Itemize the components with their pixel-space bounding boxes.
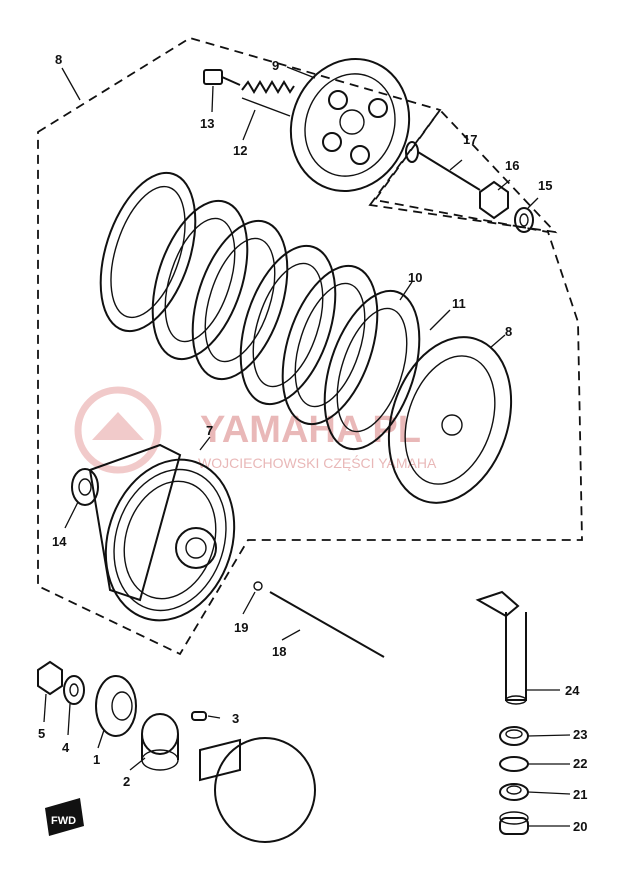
label-2: 2 bbox=[123, 774, 130, 789]
part-labels: 8 9 13 12 17 16 15 10 11 8 7 14 19 18 24… bbox=[38, 52, 587, 834]
label-19: 19 bbox=[234, 620, 248, 635]
collar-2 bbox=[141, 713, 179, 771]
push-lever-shaft bbox=[475, 590, 527, 705]
pressure-plate-group-boundary bbox=[368, 108, 558, 234]
label-15: 15 bbox=[538, 178, 552, 193]
label-24: 24 bbox=[565, 683, 580, 698]
label-9: 9 bbox=[272, 58, 279, 73]
push-rod-long bbox=[269, 591, 385, 658]
label-22: 22 bbox=[573, 756, 587, 771]
fwd-direction-mark: FWD bbox=[45, 798, 84, 836]
watermark: YAMAHA PL WOJCIECHOWSKI CZĘŚCI YAMAHA bbox=[74, 386, 437, 474]
label-20: 20 bbox=[573, 819, 587, 834]
clutch-boss-plate bbox=[387, 336, 513, 504]
label-4: 4 bbox=[62, 740, 70, 755]
fwd-text: FWD bbox=[51, 815, 76, 827]
label-23: 23 bbox=[573, 727, 587, 742]
watermark-brand: YAMAHA PL bbox=[200, 409, 421, 451]
label-14: 14 bbox=[52, 534, 67, 549]
lock-washer-4 bbox=[63, 675, 85, 705]
label-17: 17 bbox=[463, 132, 477, 147]
label-11: 11 bbox=[452, 296, 466, 311]
clutch-bolt bbox=[203, 69, 241, 86]
label-8-top: 8 bbox=[55, 52, 62, 67]
label-16: 16 bbox=[505, 158, 519, 173]
label-10: 10 bbox=[408, 270, 422, 285]
nut-5 bbox=[37, 660, 63, 696]
lock-nut bbox=[479, 180, 509, 220]
label-13: 13 bbox=[200, 116, 214, 131]
label-3: 3 bbox=[232, 711, 239, 726]
push-rod-short bbox=[405, 141, 481, 191]
steel-ball bbox=[253, 581, 263, 591]
woodruff-key bbox=[191, 711, 207, 721]
label-21: 21 bbox=[573, 787, 587, 802]
pressure-plate bbox=[289, 57, 411, 193]
leader-lines bbox=[43, 66, 571, 827]
label-1: 1 bbox=[93, 752, 100, 767]
watermark-logo bbox=[74, 386, 162, 474]
label-7: 7 bbox=[206, 423, 213, 438]
label-5: 5 bbox=[38, 726, 45, 741]
washer-15 bbox=[514, 207, 534, 233]
crankshaft-flywheel bbox=[199, 737, 316, 843]
label-8-bottom: 8 bbox=[505, 324, 512, 339]
washer-22 bbox=[499, 756, 529, 772]
thrust-washer bbox=[71, 468, 99, 506]
primary-driven-gear-housing bbox=[88, 443, 236, 622]
bearing-20 bbox=[499, 811, 529, 835]
label-12: 12 bbox=[233, 143, 247, 158]
bearing-21 bbox=[499, 783, 529, 801]
clutch-spring bbox=[241, 80, 295, 117]
oil-seal bbox=[499, 726, 529, 746]
clutch-plates-stack bbox=[99, 171, 421, 451]
primary-drive-gear bbox=[95, 675, 137, 737]
label-18: 18 bbox=[272, 644, 286, 659]
watermark-tagline: WOJCIECHOWSKI CZĘŚCI YAMAHA bbox=[198, 454, 437, 471]
outer-assembly-boundary bbox=[37, 37, 583, 656]
